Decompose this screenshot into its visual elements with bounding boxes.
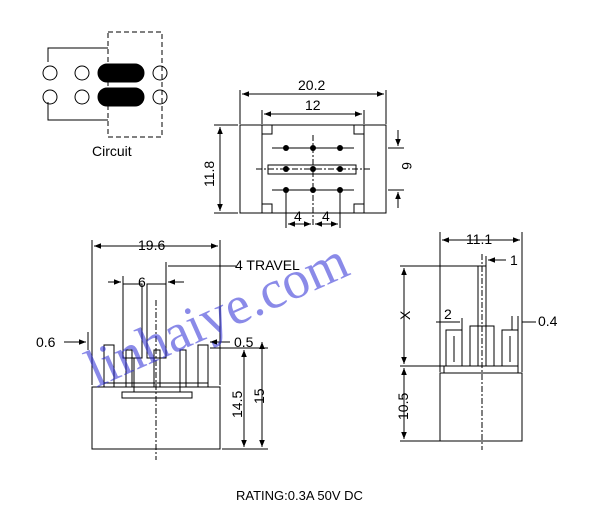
label-front-pin-left: 0.6 <box>36 334 56 350</box>
circuit-wire-top <box>47 47 108 62</box>
label-top-pitch-left: 4 <box>294 208 302 224</box>
front-view <box>64 240 268 460</box>
label-side-body-height: 10.5 <box>395 393 411 420</box>
front-view-base <box>121 391 193 399</box>
label-side-width: 11.1 <box>466 231 492 247</box>
label-front-height-outer: 15 <box>251 388 267 404</box>
front-view-actuator <box>146 283 167 359</box>
front-view-pin <box>103 344 115 388</box>
circuit-contact-bar <box>97 63 145 83</box>
circuit-terminal <box>42 65 58 81</box>
circuit-diagram <box>42 31 168 138</box>
top-view-tab <box>353 124 365 135</box>
label-top-height: 11.8 <box>201 161 217 187</box>
label-top-pitch-right: 4 <box>322 208 330 224</box>
front-view-pin <box>179 349 187 388</box>
side-view-pin <box>501 329 519 367</box>
top-view-tab <box>261 203 273 214</box>
label-front-pin-right: 0.5 <box>234 334 254 350</box>
label-top-inner: 12 <box>305 97 321 113</box>
label-front-travel: 4 TRAVEL <box>235 257 300 273</box>
label-side-pin-gap: 2 <box>444 306 452 322</box>
circuit-terminal <box>152 65 168 81</box>
rating-text: RATING:0.3A 50V DC <box>236 488 363 503</box>
circuit-terminal <box>74 65 90 81</box>
circuit-terminal <box>152 89 168 105</box>
label-top-width: 20.2 <box>298 77 325 93</box>
side-view-shoulder <box>443 365 519 374</box>
circuit-switch-outline <box>107 31 163 138</box>
circuit-wire-bottom <box>47 102 108 121</box>
label-side-pin-thick: 0.4 <box>538 313 558 329</box>
label-front-width: 19.6 <box>138 237 165 253</box>
watermark: linhaiye.com <box>76 230 357 399</box>
top-view-tab <box>261 124 273 135</box>
side-view-body <box>439 372 523 442</box>
front-view-pin <box>197 344 209 388</box>
circuit-terminal <box>42 89 58 105</box>
label-front-height-inner: 14.5 <box>229 391 245 418</box>
side-view <box>400 232 536 450</box>
circuit-label: Circuit <box>92 143 132 159</box>
front-view-pin <box>153 349 161 388</box>
label-front-actuator: 6 <box>138 274 146 290</box>
label-top-side: 6 <box>399 162 415 170</box>
side-view-pin <box>445 329 463 367</box>
front-view-actuator <box>122 283 143 359</box>
circuit-terminal <box>74 89 90 105</box>
circuit-contact-bar <box>97 87 145 107</box>
top-view-tab <box>353 203 365 214</box>
front-view-pin <box>125 349 133 388</box>
label-side-x: X <box>397 310 413 320</box>
top-view-pins <box>283 145 343 193</box>
label-side-lever: 1 <box>510 252 518 268</box>
